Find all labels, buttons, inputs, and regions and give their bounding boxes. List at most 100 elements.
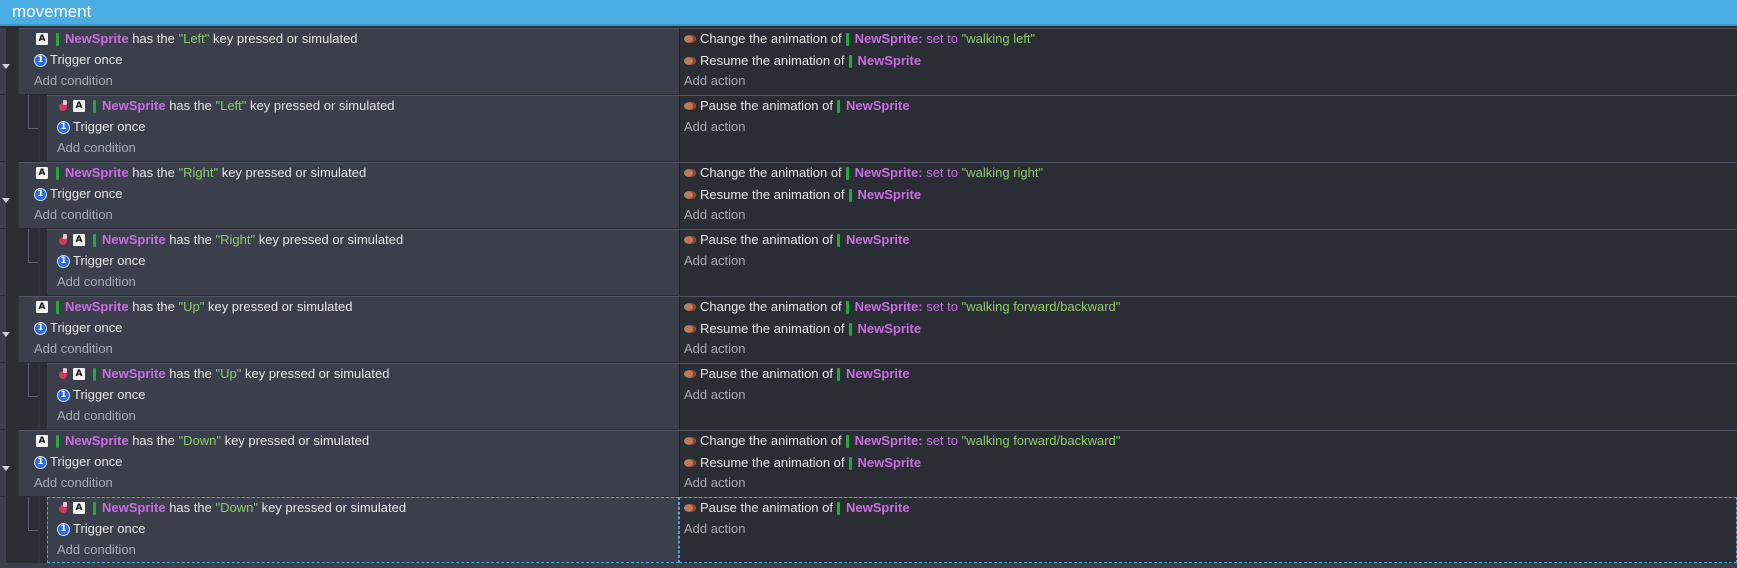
condition-key-pressed-inverted[interactable]: A NewSprite has the "Down" key pressed o…	[58, 498, 406, 518]
conditions-panel	[47, 229, 679, 295]
event-parent[interactable]: A NewSprite has the "Right" key pressed …	[0, 162, 1737, 228]
add-action-link[interactable]: Add action	[684, 119, 746, 134]
tree-connector	[28, 396, 38, 397]
event-gutter	[0, 95, 6, 161]
event-gutter	[0, 363, 6, 429]
invert-condition-icon	[58, 100, 69, 112]
condition-trigger-once[interactable]: 1 Trigger once	[34, 184, 123, 204]
keyboard-a-icon: A	[36, 301, 48, 313]
action-resume-animation[interactable]: Resume the animation of NewSprite	[684, 51, 921, 71]
event-parent[interactable]: A NewSprite has the "Down" key pressed o…	[0, 430, 1737, 496]
add-action-link[interactable]: Add action	[684, 207, 746, 222]
condition-key-pressed[interactable]: A NewSprite has the "Right" key pressed …	[36, 163, 366, 183]
sprite-object-icon	[56, 166, 59, 180]
add-condition-link[interactable]: Add condition	[34, 475, 113, 490]
action-resume-animation[interactable]: Resume the animation of NewSprite	[684, 185, 921, 205]
tree-connector	[28, 497, 29, 531]
event-gutter	[0, 497, 6, 563]
add-condition-link[interactable]: Add condition	[57, 542, 136, 557]
condition-trigger-once[interactable]: 1 Trigger once	[34, 452, 123, 472]
sprite-object-icon	[848, 188, 852, 202]
event-parent[interactable]: A NewSprite has the "Up" key pressed or …	[0, 296, 1737, 362]
event-subevent[interactable]: A NewSprite has the "Down" key pressed o…	[0, 497, 1737, 563]
sprite-object-icon	[56, 300, 59, 314]
sprite-object-icon	[836, 501, 840, 515]
animation-icon	[684, 236, 696, 244]
conditions-panel	[47, 363, 679, 429]
condition-key-pressed[interactable]: A NewSprite has the "Down" key pressed o…	[36, 431, 369, 451]
trigger-once-icon: 1	[34, 321, 47, 335]
add-condition-link[interactable]: Add condition	[34, 207, 113, 222]
animation-icon	[684, 303, 696, 311]
tree-connector	[28, 128, 38, 129]
collapse-arrow-icon[interactable]	[2, 466, 10, 471]
actions-panel	[679, 28, 1737, 94]
action-pause-animation[interactable]: Pause the animation of NewSprite	[684, 96, 910, 116]
action-change-animation[interactable]: Change the animation of NewSprite: set t…	[684, 431, 1120, 451]
actions-panel	[679, 95, 1737, 161]
event-gutter	[0, 162, 6, 228]
action-pause-animation[interactable]: Pause the animation of NewSprite	[684, 230, 910, 250]
add-action-link[interactable]: Add action	[684, 387, 746, 402]
action-change-animation[interactable]: Change the animation of NewSprite: set t…	[684, 29, 1035, 49]
condition-key-pressed[interactable]: A NewSprite has the "Left" key pressed o…	[36, 29, 358, 49]
condition-key-pressed-inverted[interactable]: A NewSprite has the "Left" key pressed o…	[58, 96, 395, 116]
collapse-arrow-icon[interactable]	[2, 198, 10, 203]
trigger-once-icon: 1	[34, 455, 47, 469]
tree-connector	[28, 95, 29, 129]
event-indent-bar	[17, 296, 19, 362]
add-action-link[interactable]: Add action	[684, 253, 746, 268]
action-change-animation[interactable]: Change the animation of NewSprite: set t…	[684, 297, 1120, 317]
animation-icon	[684, 102, 696, 110]
trigger-once-icon: 1	[57, 522, 70, 536]
conditions-panel	[19, 28, 679, 94]
add-action-link[interactable]: Add action	[684, 73, 746, 88]
trigger-once-icon: 1	[57, 120, 70, 134]
action-resume-animation[interactable]: Resume the animation of NewSprite	[684, 453, 921, 473]
add-condition-link[interactable]: Add condition	[57, 274, 136, 289]
event-subevent[interactable]: A NewSprite has the "Right" key pressed …	[0, 229, 1737, 295]
add-action-link[interactable]: Add action	[684, 341, 746, 356]
invert-condition-icon	[58, 368, 69, 380]
sprite-object-icon	[93, 501, 96, 515]
tree-connector	[28, 262, 38, 263]
action-change-animation[interactable]: Change the animation of NewSprite: set t…	[684, 163, 1043, 183]
keyboard-a-icon: A	[73, 100, 85, 112]
condition-key-pressed-inverted[interactable]: A NewSprite has the "Right" key pressed …	[58, 230, 403, 250]
add-condition-link[interactable]: Add condition	[57, 408, 136, 423]
sprite-object-icon	[845, 32, 849, 46]
action-resume-animation[interactable]: Resume the animation of NewSprite	[684, 319, 921, 339]
keyboard-a-icon: A	[36, 435, 48, 447]
event-subevent[interactable]: A NewSprite has the "Up" key pressed or …	[0, 363, 1737, 429]
group-title: movement	[12, 2, 92, 21]
event-subevent[interactable]: A NewSprite has the "Left" key pressed o…	[0, 95, 1737, 161]
event-parent[interactable]: A NewSprite has the "Left" key pressed o…	[0, 28, 1737, 94]
event-indent-bar	[17, 162, 19, 228]
invert-condition-icon	[58, 234, 69, 246]
event-gutter	[0, 296, 6, 362]
condition-trigger-once[interactable]: 1 Trigger once	[57, 385, 146, 405]
animation-icon	[684, 325, 696, 333]
collapse-arrow-icon[interactable]	[2, 64, 10, 69]
sprite-object-icon	[56, 32, 59, 46]
add-condition-link[interactable]: Add condition	[57, 140, 136, 155]
collapse-arrow-icon[interactable]	[2, 332, 10, 337]
sprite-object-icon	[845, 300, 849, 314]
add-condition-link[interactable]: Add condition	[34, 73, 113, 88]
condition-key-pressed[interactable]: A NewSprite has the "Up" key pressed or …	[36, 297, 352, 317]
condition-trigger-once[interactable]: 1 Trigger once	[57, 117, 146, 137]
add-condition-link[interactable]: Add condition	[34, 341, 113, 356]
condition-trigger-once[interactable]: 1 Trigger once	[57, 251, 146, 271]
add-action-link[interactable]: Add action	[684, 521, 746, 536]
actions-panel	[679, 296, 1737, 362]
add-action-link[interactable]: Add action	[684, 475, 746, 490]
condition-trigger-once[interactable]: 1 Trigger once	[34, 318, 123, 338]
condition-key-pressed-inverted[interactable]: A NewSprite has the "Up" key pressed or …	[58, 364, 389, 384]
condition-trigger-once[interactable]: 1 Trigger once	[34, 50, 123, 70]
condition-trigger-once[interactable]: 1 Trigger once	[57, 519, 146, 539]
group-header-movement[interactable]: movement	[0, 0, 1737, 26]
action-pause-animation[interactable]: Pause the animation of NewSprite	[684, 364, 910, 384]
sprite-object-icon	[848, 322, 852, 336]
sprite-object-icon	[848, 54, 852, 68]
action-pause-animation[interactable]: Pause the animation of NewSprite	[684, 498, 910, 518]
